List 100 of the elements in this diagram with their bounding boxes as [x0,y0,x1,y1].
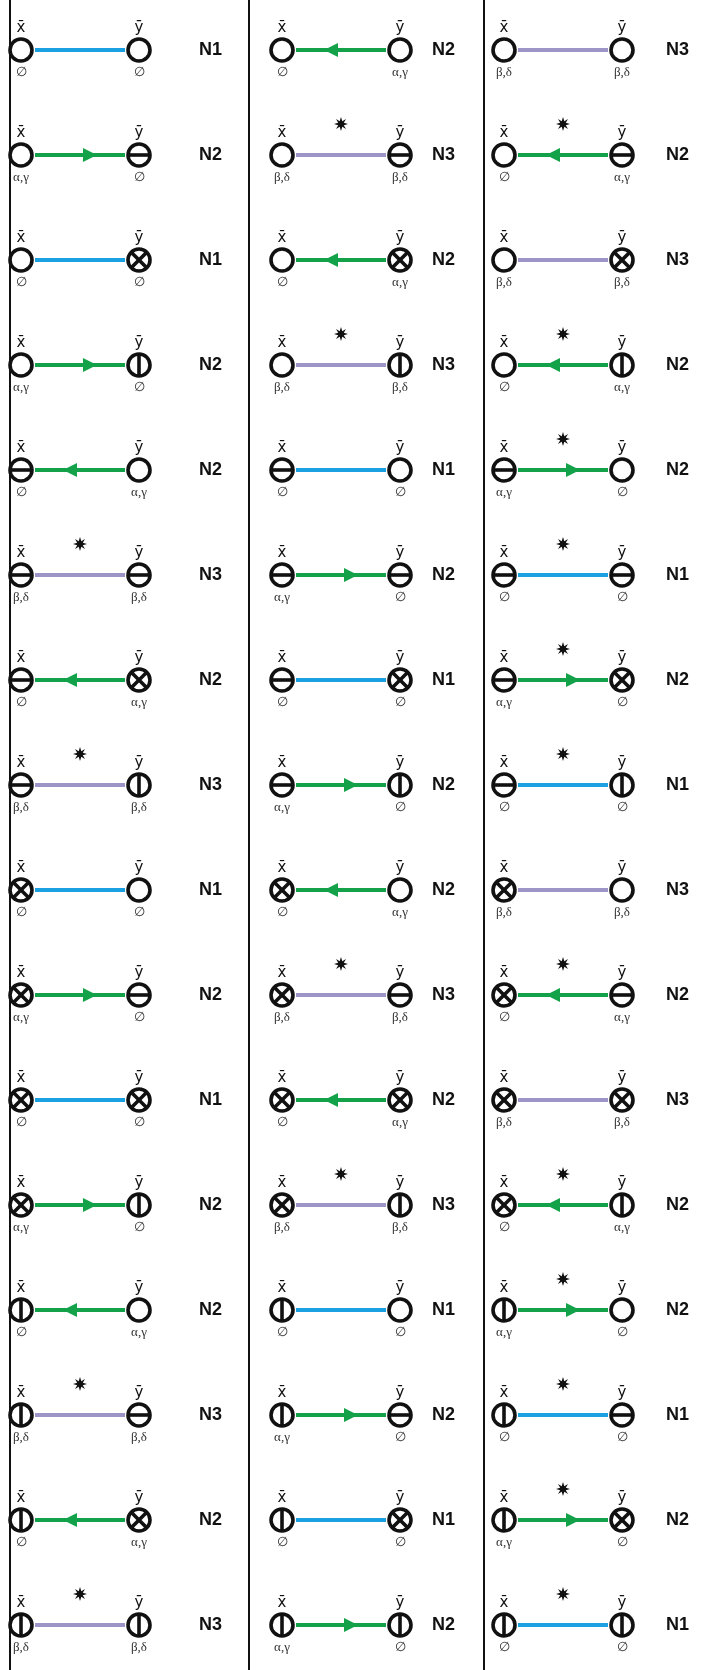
variable-label: x̄ [16,858,26,876]
variable-label: ȳ [134,333,144,351]
set-label: α,γ [131,694,147,709]
case-label: N1 [666,774,689,795]
set-label: ∅ [394,1324,406,1339]
set-label: α,γ [614,379,630,394]
set-label: ∅ [498,1429,510,1444]
variable-label: x̄ [499,648,509,666]
variable-label: ȳ [395,753,405,771]
set-label: β,δ [496,1114,512,1129]
set-label: α,γ [13,1219,29,1234]
variable-label: ȳ [617,753,627,771]
set-label: α,γ [274,589,290,604]
variable-label: ȳ [395,543,405,561]
variable-label: ȳ [617,543,627,561]
set-label: β,δ [131,589,147,604]
variable-label: ȳ [617,1068,627,1086]
arrow [35,1513,125,1527]
set-label: ∅ [15,64,27,79]
variable-label: x̄ [16,1173,26,1191]
set-label: ∅ [15,484,27,499]
variable-label: ȳ [617,18,627,36]
variable-label: ȳ [617,438,627,456]
variable-label: x̄ [16,648,26,666]
set-label: ∅ [276,64,288,79]
arrow [35,148,125,162]
variable-label: ȳ [134,543,144,561]
variable-label: x̄ [277,1593,287,1611]
variable-label: x̄ [16,438,26,456]
set-label: β,δ [614,904,630,919]
case-label: N2 [432,1404,455,1425]
variable-label: ȳ [395,228,405,246]
set-label: α,γ [392,274,408,289]
connector-line [518,1413,608,1417]
variable-label: ȳ [395,1173,405,1191]
case-label: N3 [199,564,222,585]
variable-label: ȳ [617,1278,627,1296]
case-label: N2 [199,354,222,375]
case-label: N2 [432,1614,455,1635]
arrow [296,43,386,57]
arrow [518,1513,608,1527]
set-label: α,γ [614,169,630,184]
variable-label: x̄ [16,963,26,981]
variable-label: x̄ [277,438,287,456]
set-label: ∅ [394,694,406,709]
set-label: α,γ [274,1639,290,1654]
variable-label: ȳ [134,963,144,981]
case-label: N2 [199,459,222,480]
set-label: ∅ [133,274,145,289]
case-label: N2 [432,774,455,795]
case-label: N1 [432,1509,455,1530]
variable-label: x̄ [277,18,287,36]
connector-line [518,888,608,892]
variable-label: x̄ [499,1173,509,1191]
variable-label: x̄ [16,543,26,561]
variable-label: x̄ [277,333,287,351]
case-label: N1 [199,249,222,270]
variable-label: x̄ [499,333,509,351]
variable-label: x̄ [499,543,509,561]
variable-label: x̄ [277,123,287,141]
variable-label: x̄ [16,123,26,141]
variable-label: ȳ [395,438,405,456]
arrow [518,148,608,162]
case-label: N2 [199,144,222,165]
set-label: ∅ [616,484,628,499]
connector-line [35,48,125,52]
set-label: β,δ [392,379,408,394]
set-label: β,δ [496,274,512,289]
set-label: ∅ [276,484,288,499]
set-label: α,γ [614,1219,630,1234]
set-label: β,δ [274,169,290,184]
connector-line [35,783,125,787]
variable-label: ȳ [134,1173,144,1191]
variable-label: x̄ [499,753,509,771]
arrow [35,1303,125,1317]
variable-label: x̄ [16,333,26,351]
connector-line [296,1518,386,1522]
connector-line [296,993,386,997]
variable-label: ȳ [134,438,144,456]
case-label: N2 [199,984,222,1005]
variable-label: x̄ [277,1068,287,1086]
case-label: N1 [666,564,689,585]
variable-label: x̄ [16,228,26,246]
variable-label: x̄ [277,543,287,561]
variable-label: x̄ [16,1488,26,1506]
case-label: N2 [199,669,222,690]
variable-label: ȳ [134,1593,144,1611]
set-label: β,δ [13,1429,29,1444]
case-label: N3 [432,144,455,165]
case-label: N1 [432,1299,455,1320]
variable-label: x̄ [277,1173,287,1191]
set-label: β,δ [274,379,290,394]
variable-label: ȳ [134,123,144,141]
set-label: ∅ [498,379,510,394]
variable-label: ȳ [617,123,627,141]
set-label: ∅ [394,1534,406,1549]
set-label: ∅ [15,694,27,709]
arrow [518,463,608,477]
variable-label: x̄ [499,438,509,456]
connector-line [296,1203,386,1207]
